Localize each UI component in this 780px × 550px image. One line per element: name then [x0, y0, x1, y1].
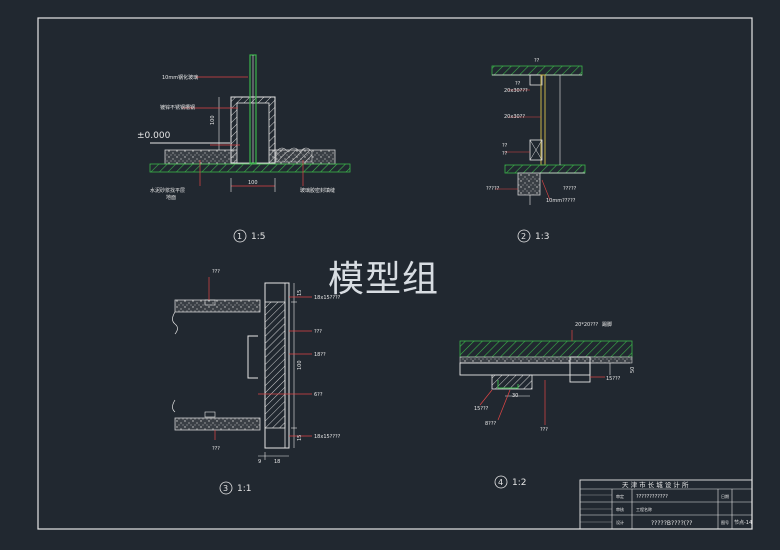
- d3-label-r3: 18??: [314, 352, 326, 358]
- d1-circle-num: 1: [237, 232, 242, 241]
- d1-dim-h: 100: [248, 180, 258, 186]
- d2-label-c: 20x30??: [504, 114, 525, 120]
- tb-sheet-no: 节点-14: [734, 520, 752, 526]
- d3-scale: 1:1: [237, 484, 251, 494]
- d2-label-g: ?????: [563, 186, 577, 192]
- detail-3: ??? 18x15???? ??? 18?? 6?? 18x15???? ???…: [172, 269, 341, 495]
- detail-2: ?? ?? 20x30??? 20x30?? ?? ?? ????? ?????…: [486, 58, 586, 243]
- tb-company: 天 津 市 长 城 设 计 所: [622, 480, 689, 489]
- d2-circle-num: 2: [521, 232, 526, 241]
- d3-label-top: ???: [212, 269, 220, 275]
- d3-dim-100: 100: [297, 360, 303, 370]
- tb-date-label: 日期: [721, 493, 729, 499]
- tb-drawing-title: ?????B????(??: [651, 520, 693, 527]
- d4-label-b2: ???: [540, 427, 548, 433]
- d3-label-r4: 6??: [314, 392, 323, 398]
- detail-4: 20*20??? 踢脚 15??? 15??? 30 8??? ??? 50 4…: [459, 321, 636, 489]
- d4-label-b1: 8???: [485, 421, 496, 427]
- d1-elevation: ±0.000: [137, 131, 171, 141]
- d4-label-l1: 15???: [474, 406, 489, 412]
- d4-dim: 30: [512, 393, 518, 399]
- d1-scale: 1:5: [251, 232, 265, 242]
- d3-dim-9: 9: [258, 459, 261, 465]
- tb-row3-a: 设计: [616, 519, 624, 525]
- d3-label-r1: 18x15????: [314, 295, 341, 301]
- d2-label-b: 20x30???: [504, 88, 528, 94]
- tb-row2-b: 工程名称: [636, 506, 652, 512]
- sheet-border: [37, 17, 753, 530]
- d1-dim-v: 100: [210, 115, 216, 125]
- d3-label-r5: 18x15????: [314, 434, 341, 440]
- d1-label-bottom-right: 玻璃胶密封填缝: [300, 187, 335, 194]
- tb-sheet-label: 图号: [721, 519, 729, 525]
- d3-dim-15b: 15: [297, 435, 303, 441]
- d1-label-bottom-left2: 地面: [166, 194, 176, 201]
- d4-dim-v: 50: [630, 367, 636, 373]
- d1-label-top: 10mm钢化玻璃: [162, 74, 198, 81]
- d3-circle-num: 3: [223, 484, 228, 493]
- d3-dim-18: 18: [274, 459, 280, 465]
- d2-label-top: ??: [534, 58, 540, 64]
- d2-scale: 1:3: [535, 232, 549, 242]
- d2-label-h: 10mm?????: [546, 198, 576, 204]
- tb-row1-a: 审定: [616, 493, 624, 499]
- d4-circle-num: 4: [498, 478, 503, 487]
- d4-scale: 1:2: [512, 478, 526, 488]
- d2-label-d: ??: [502, 143, 508, 149]
- d4-label-top2: 踢脚: [602, 321, 612, 328]
- tb-row2-a: 审核: [616, 506, 624, 512]
- d3-label-bottom: ???: [212, 446, 220, 452]
- d1-label-left: 镀锌不锈钢槽钢: [160, 104, 195, 111]
- d4-label-r1: 15???: [606, 376, 621, 382]
- watermark-text: 模型组: [328, 259, 440, 300]
- d4-label-top1: 20*20???: [575, 322, 599, 328]
- d2-label-a: ??: [515, 81, 521, 87]
- detail-1: 10mm钢化玻璃 镀锌不锈钢槽钢 100 ±0.000 水泥砂浆找平层 地面 玻…: [137, 54, 351, 243]
- title-block: 天 津 市 长 城 设 计 所 审定 ???????????? 审核 工程名称 …: [579, 479, 753, 530]
- tb-drawing-name: ????????????: [636, 494, 668, 500]
- d1-label-bottom-left: 水泥砂浆找平层: [150, 187, 185, 194]
- d3-label-r2: ???: [314, 329, 322, 335]
- d2-label-e: ??: [502, 151, 508, 157]
- d2-label-f: ?????: [486, 186, 500, 192]
- d3-dim-15a: 15: [297, 290, 303, 296]
